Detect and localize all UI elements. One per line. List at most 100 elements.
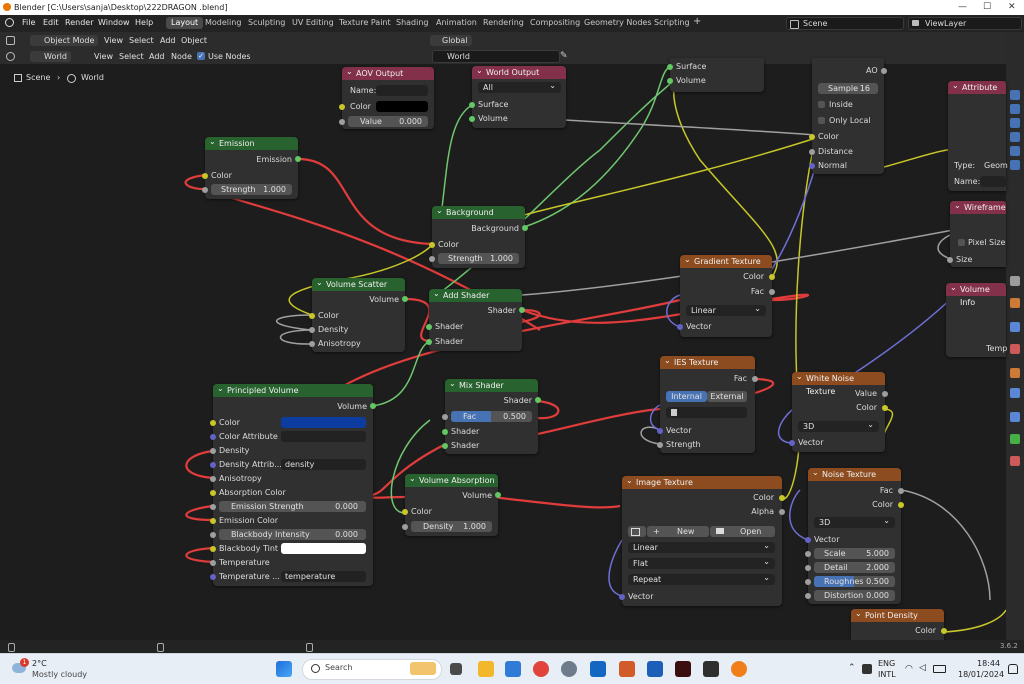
store-icon[interactable]: [505, 661, 521, 677]
menu-view-nodes[interactable]: View: [94, 52, 113, 61]
menu-help[interactable]: Help: [135, 18, 154, 27]
background-strength-field[interactable]: Strength 1.000: [438, 253, 519, 264]
physics-tab-icon[interactable]: [1010, 368, 1020, 378]
volume-icon[interactable]: ◁: [919, 663, 926, 673]
noise-roughness-field[interactable]: Roughnes 0.500: [814, 576, 895, 587]
volume-scatter-node[interactable]: Volume Scatter Volume Color Density Anis…: [309, 276, 408, 352]
tab-sculpting[interactable]: Sculpting: [248, 18, 286, 27]
pv-blackbody-tint-swatch[interactable]: [281, 543, 366, 554]
pv-temperature-attr-socket[interactable]: [210, 574, 216, 580]
use-nodes-checkbox[interactable]: ✓: [197, 52, 205, 60]
mat-output-volume-socket[interactable]: [667, 78, 673, 84]
mix-shader-fac-field[interactable]: Fac 0.500: [451, 411, 532, 422]
modifier-tab-icon[interactable]: [1010, 322, 1020, 332]
noise-color-socket[interactable]: [898, 502, 904, 508]
pv-emission-color-socket[interactable]: [210, 518, 216, 524]
view-layer-tab-icon[interactable]: [1010, 132, 1020, 142]
volume-scatter-anisotropy-socket[interactable]: [309, 341, 315, 347]
volume-info-node[interactable]: Volume Info Temp: [946, 281, 1007, 357]
mat-output-surface-socket[interactable]: [667, 64, 673, 70]
pv-color-swatch[interactable]: [281, 417, 366, 428]
noise-roughness-socket[interactable]: [805, 579, 811, 585]
editor-type-icon[interactable]: [6, 36, 15, 45]
pv-blackbody-tint-socket[interactable]: [210, 546, 216, 552]
gradient-type-dropdown[interactable]: Linear: [686, 303, 766, 316]
attribute-node[interactable]: Attribute Type: Geom Name:: [948, 79, 1008, 191]
white-noise-node[interactable]: White Noise Texture Value Color 3D Vecto…: [789, 370, 888, 452]
aov-value-field[interactable]: Value 0.000: [348, 116, 428, 127]
add-shader-input1-socket[interactable]: [426, 324, 432, 330]
mix-shader-output-socket[interactable]: [535, 397, 541, 403]
particles-tab-icon[interactable]: [1010, 344, 1020, 354]
app-icon-orange[interactable]: [619, 661, 635, 677]
image-alpha-socket[interactable]: [779, 509, 785, 515]
blender-taskbar-icon[interactable]: [731, 661, 747, 677]
editor-type-icon[interactable]: [6, 52, 15, 61]
ies-text-field[interactable]: [666, 407, 747, 418]
ies-texture-node[interactable]: IES Texture Fac Internal External Vector…: [657, 354, 758, 453]
background-node[interactable]: Background Background Color Strength 1.0…: [429, 204, 528, 268]
background-output-socket[interactable]: [522, 225, 528, 231]
image-projection-dropdown[interactable]: Flat: [628, 556, 775, 569]
tab-compositing[interactable]: Compositing: [530, 18, 581, 27]
tool-tab-icon[interactable]: [1010, 90, 1020, 100]
tray-app-icon[interactable]: [862, 664, 872, 674]
pv-density-attr-field[interactable]: density: [281, 459, 366, 470]
world-output-surface-socket[interactable]: [469, 102, 475, 108]
image-color-socket[interactable]: [779, 495, 785, 501]
noise-dims-dropdown[interactable]: 3D: [814, 515, 895, 528]
volume-absorption-node[interactable]: Volume Absorption Volume Color Density 1…: [402, 472, 501, 536]
pv-color-attr-socket[interactable]: [210, 434, 216, 440]
attribute-name-field[interactable]: [980, 176, 1006, 187]
pv-absorption-socket[interactable]: [210, 490, 216, 496]
ao-distance-socket[interactable]: [809, 149, 815, 155]
scene-tab-icon[interactable]: [1010, 146, 1020, 156]
ao-inside-checkbox[interactable]: [818, 101, 825, 108]
world-tab-icon[interactable]: [1010, 160, 1020, 170]
menu-edit[interactable]: Edit: [43, 18, 59, 27]
gradient-fac-socket[interactable]: [769, 289, 775, 295]
white-noise-color-socket[interactable]: [882, 405, 888, 411]
view-layer-selector[interactable]: ViewLayer: [908, 17, 1022, 30]
ies-external-button[interactable]: External: [707, 391, 747, 402]
tab-shading[interactable]: Shading: [396, 18, 429, 27]
volume-absorption-color-socket[interactable]: [402, 509, 408, 515]
point-density-color-socket[interactable]: [941, 628, 947, 634]
mix-shader-input1-socket[interactable]: [442, 429, 448, 435]
noise-fac-socket[interactable]: [898, 488, 904, 494]
ies-internal-button[interactable]: Internal: [666, 391, 707, 402]
tray-chevron-icon[interactable]: ⌃: [848, 663, 856, 673]
object-data-tab-icon[interactable]: [1010, 412, 1020, 422]
add-workspace-button[interactable]: +: [693, 16, 702, 27]
collection-tab-icon[interactable]: [1010, 276, 1020, 286]
volume-absorption-output-socket[interactable]: [495, 492, 501, 498]
background-strength-socket[interactable]: [429, 256, 435, 262]
tab-geometry-nodes[interactable]: Geometry Nodes: [584, 18, 652, 27]
image-browse-button[interactable]: [628, 526, 646, 537]
attribute-type-value[interactable]: Geom: [984, 161, 1008, 170]
add-shader-node[interactable]: Add Shader Shader Shader Shader: [426, 287, 525, 351]
tab-modeling[interactable]: Modeling: [205, 18, 242, 27]
point-density-node[interactable]: Point Density Color: [851, 607, 947, 640]
menu-file[interactable]: File: [22, 18, 36, 27]
clock-date[interactable]: 18/01/2024: [958, 670, 1005, 679]
menu-object[interactable]: Object: [181, 36, 208, 45]
gradient-texture-node[interactable]: Gradient Texture Color Fac Linear Vector: [677, 253, 775, 337]
pv-anisotropy-socket[interactable]: [210, 476, 216, 482]
emission-node[interactable]: Emission Emission Color Strength 1.000: [202, 135, 301, 199]
tab-layout[interactable]: Layout: [166, 17, 204, 29]
pv-temperature-attr-field[interactable]: temperature: [281, 571, 366, 582]
emission-strength-field[interactable]: Strength 1.000: [211, 184, 292, 195]
mix-shader-node[interactable]: Mix Shader Shader Fac 0.500 Shader Shade…: [442, 377, 541, 454]
noise-distortion-field[interactable]: Distortion 0.000: [814, 590, 895, 601]
pv-color-socket[interactable]: [210, 420, 216, 426]
noise-scale-socket[interactable]: [805, 551, 811, 557]
image-vector-socket[interactable]: [619, 594, 625, 600]
world-output-node[interactable]: World Output All Surface Volume: [469, 64, 566, 128]
ao-normal-socket[interactable]: [809, 163, 815, 169]
menu-select-nodes[interactable]: Select: [119, 52, 144, 61]
ies-fac-socket[interactable]: [752, 376, 758, 382]
volume-absorption-density-socket[interactable]: [402, 524, 408, 530]
pv-blackbody-intensity-field[interactable]: Blackbody Intensity 0.000: [219, 529, 366, 540]
material-tab-icon[interactable]: [1010, 434, 1020, 444]
